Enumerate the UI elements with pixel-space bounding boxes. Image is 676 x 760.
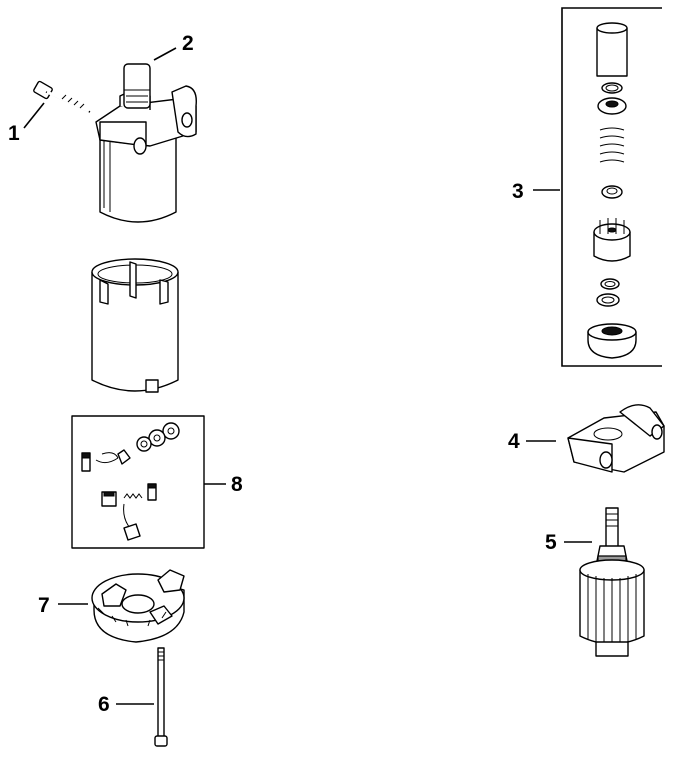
field-frame-icon [91,258,179,393]
callout-8: 8 [231,473,243,496]
callout-2: 2 [182,32,194,55]
brush-kit-icon [71,415,205,549]
leader-line-2 [153,47,177,61]
callout-6: 6 [98,693,110,716]
brush-holder-plate-icon [91,569,185,643]
bolt-icon [33,80,91,113]
callout-3: 3 [512,180,524,203]
callout-5: 5 [545,531,557,554]
callout-1: 1 [8,122,20,145]
armature-icon [579,507,645,657]
through-bolt-icon [154,647,168,747]
drive-end-cap-icon [567,404,665,473]
leader-line-1 [23,102,45,129]
callout-4: 4 [508,430,520,453]
callout-7: 7 [38,594,50,617]
drive-kit-icon [561,7,662,367]
starter-motor-assembly-icon [95,63,197,223]
